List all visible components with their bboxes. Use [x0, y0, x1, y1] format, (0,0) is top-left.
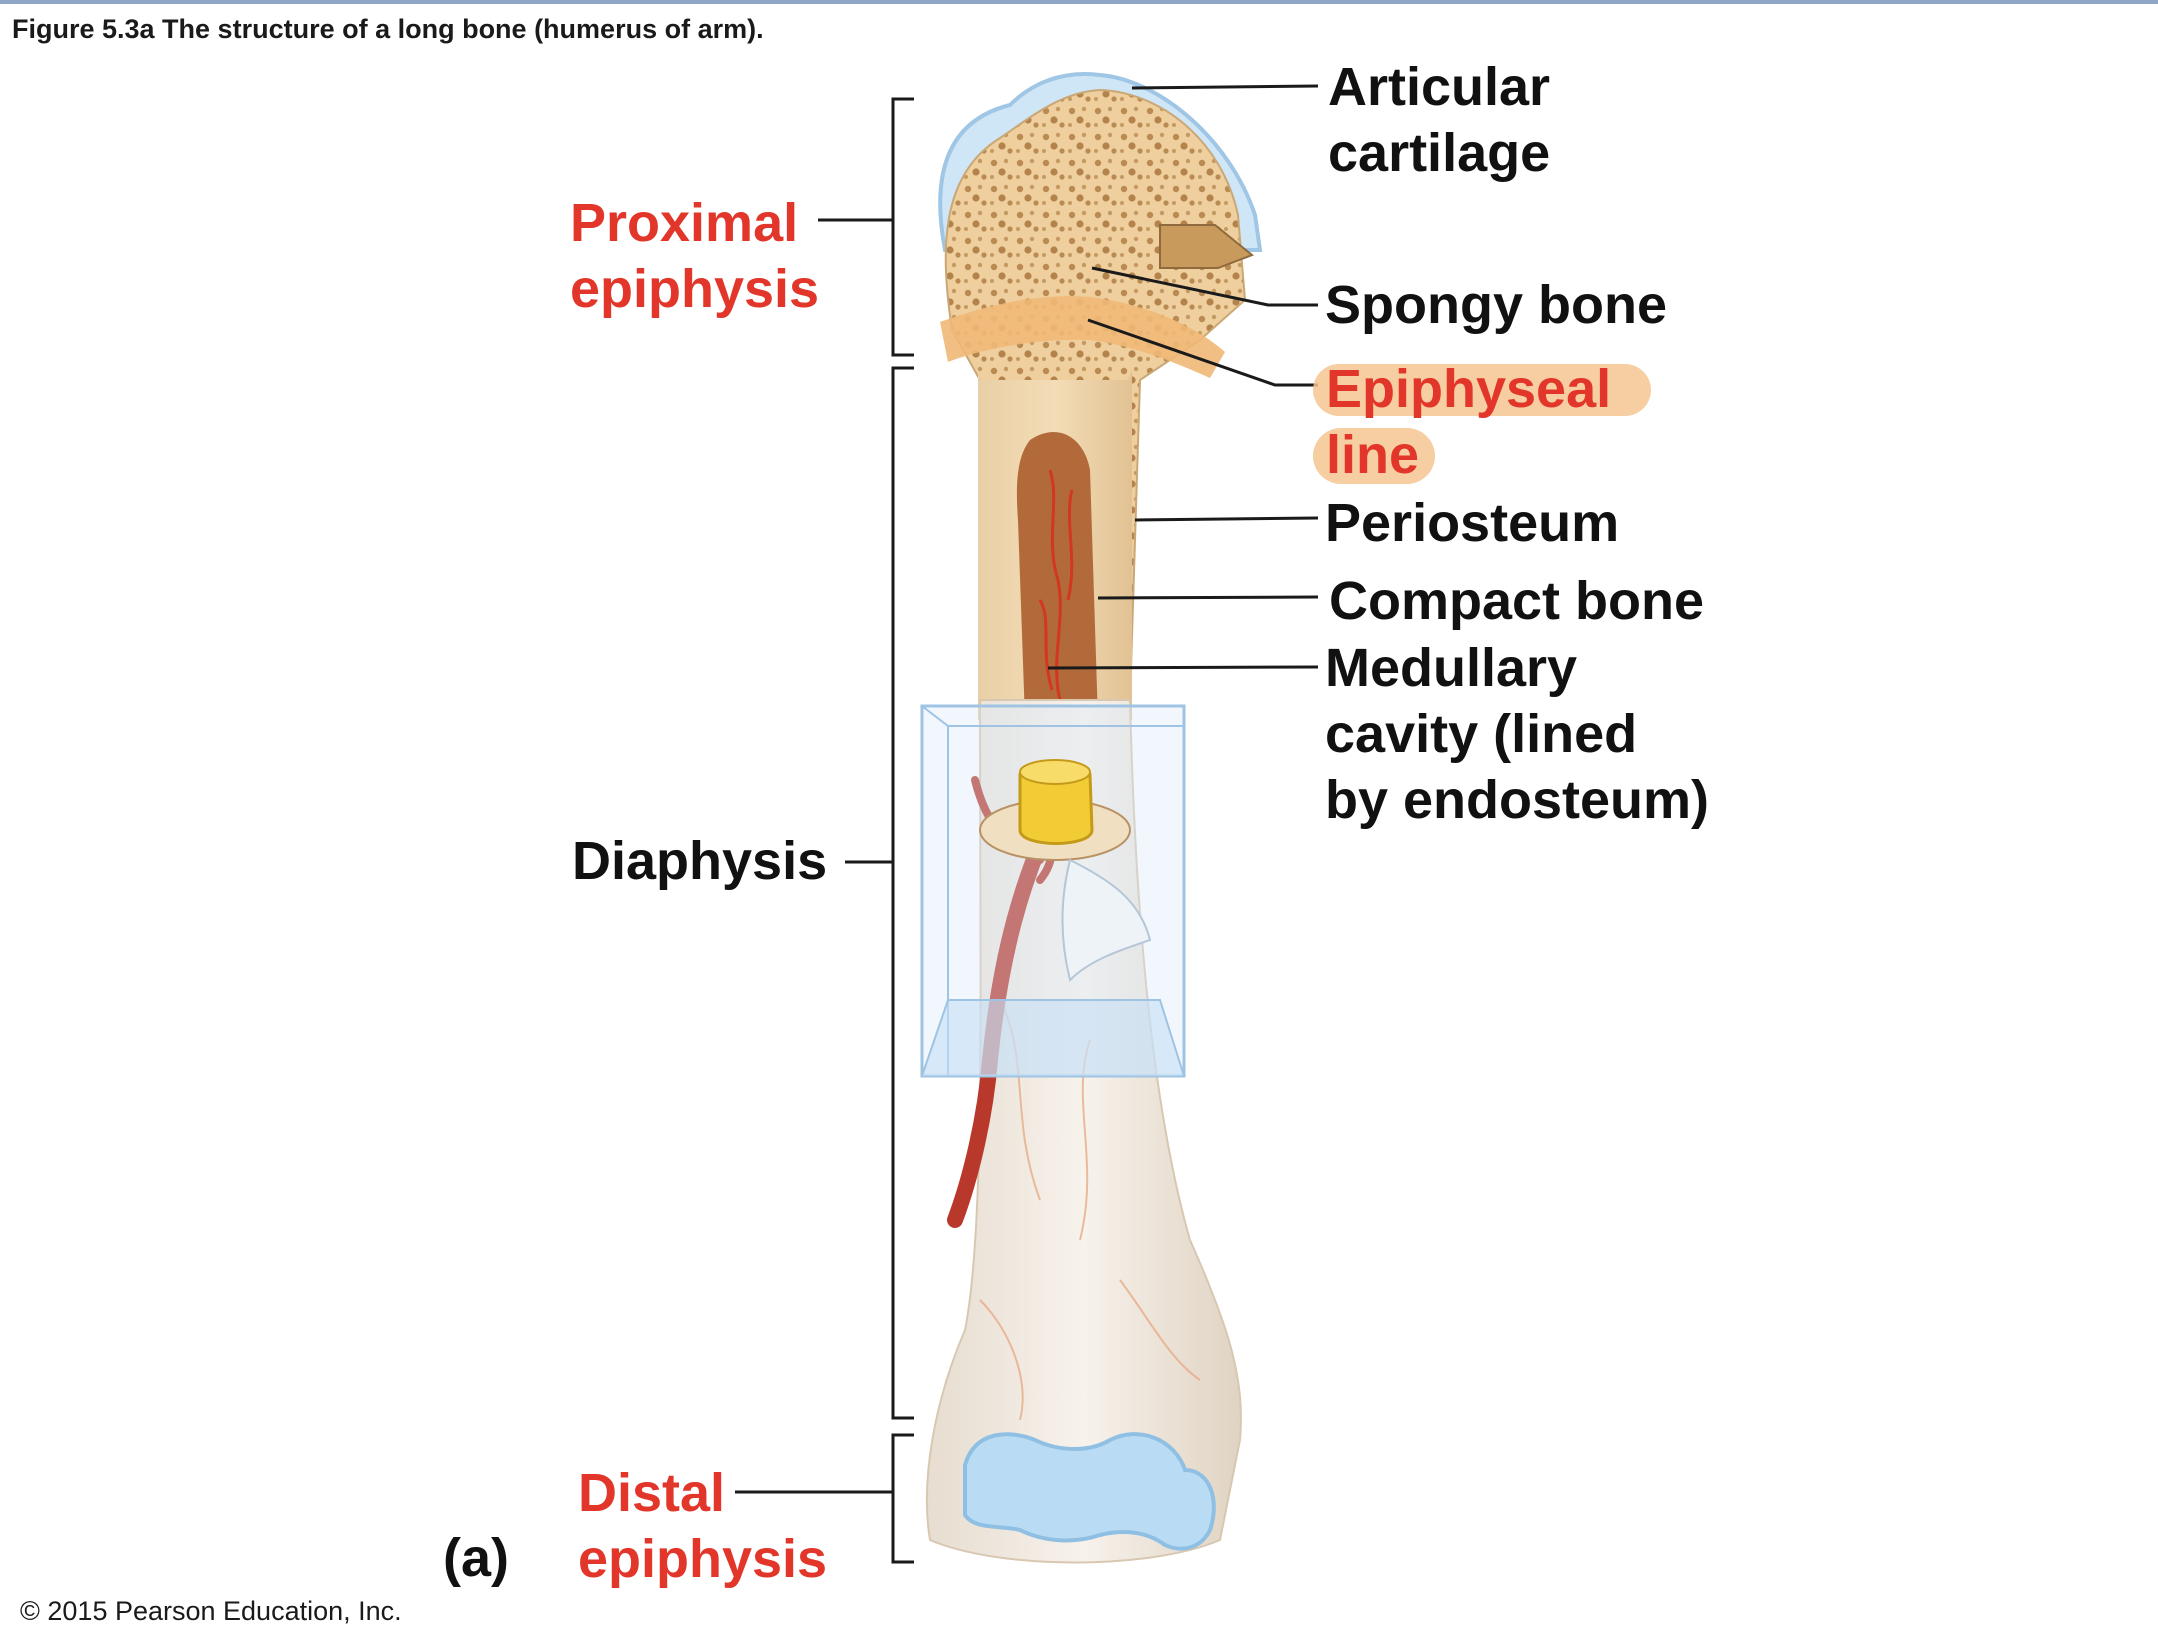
label-epiphyseal-line: Epiphyseal line [1326, 359, 1612, 485]
label-proximal-epiphysis: Proximal epiphysis [570, 193, 820, 319]
bracket-diaphysis [845, 366, 914, 1420]
copyright-notice: © 2015 Pearson Education, Inc. [20, 1596, 402, 1626]
top-rule [0, 0, 2158, 4]
bracket-proximal [818, 97, 914, 357]
marrow-plug-top [1019, 759, 1091, 785]
medullary-vessels [1038, 469, 1074, 701]
epiphyseal-line-band [940, 296, 1225, 378]
periosteum-flap [1061, 858, 1152, 982]
label-articular-cartilage: Articular cartilage [1328, 57, 1551, 183]
leader-lines [1047, 84, 1319, 670]
tubercle-notch [1159, 224, 1254, 269]
label-medullary-cavity: Medullary cavity (lined by endosteum) [1325, 638, 1710, 830]
highlight-line [1313, 428, 1435, 484]
label-spongy-bone: Spongy bone [1325, 275, 1667, 335]
label-periosteum: Periosteum [1325, 493, 1620, 553]
distal-cartilage-shape [963, 1432, 1216, 1551]
label-compact-bone: Compact bone [1329, 571, 1705, 631]
panel-letter: (a) [443, 1528, 509, 1588]
label-diaphysis: Diaphysis [572, 831, 828, 891]
highlight-epiphyseal [1313, 364, 1651, 416]
bracket-distal [735, 1433, 914, 1564]
figure-caption: Figure 5.3a The structure of a long bone… [12, 14, 764, 44]
label-distal-epiphysis: Distal epiphysis [578, 1463, 828, 1589]
